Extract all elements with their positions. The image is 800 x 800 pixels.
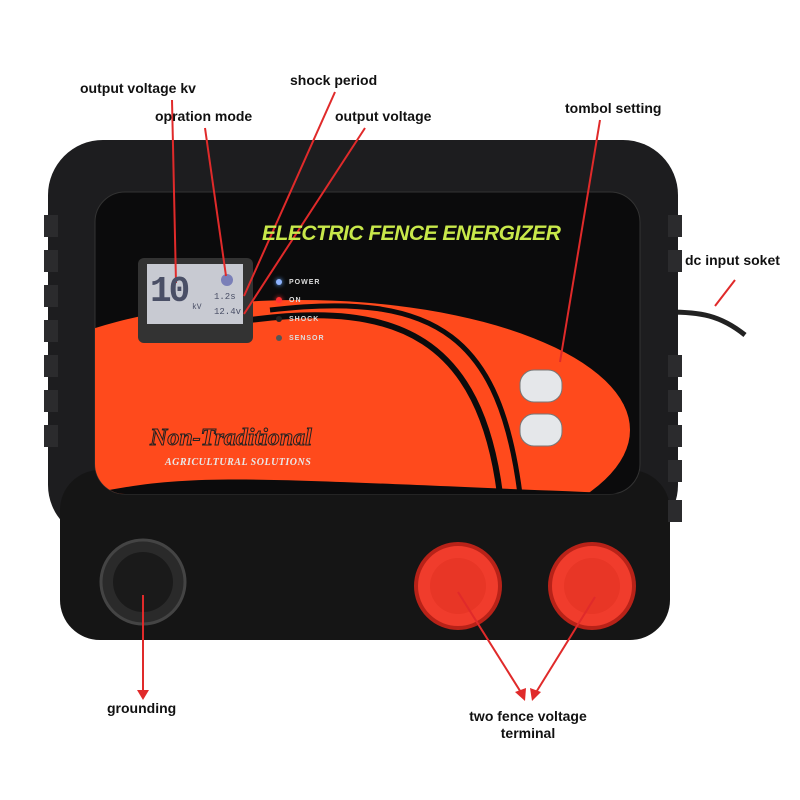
brand-subtitle: AGRICULTURAL SOLUTIONS: [165, 457, 312, 468]
label-shock-period: shock period: [290, 72, 378, 88]
label-operation-mode: opration mode: [155, 108, 253, 124]
arrow-heads: [137, 688, 541, 701]
on-led: [276, 297, 282, 303]
label-fence-terminal-line1: two fence voltage: [469, 708, 587, 724]
mode-indicator: [221, 274, 233, 286]
setting-button-down: [519, 413, 563, 447]
side-fins: [44, 215, 682, 522]
label-output-voltage-kv: output voltage kv: [80, 80, 196, 96]
power-led: [276, 279, 282, 285]
lcd-kv-unit: kV: [192, 303, 202, 312]
indicator-sensor: SENSOR: [289, 335, 325, 342]
label-dc-input: dc input soket: [685, 252, 780, 268]
annotation-lines: [142, 91, 736, 695]
lcd-period: 1.2s: [214, 292, 236, 302]
brand-logo: Non-Traditional: [150, 425, 313, 452]
device-title: ELECTRIC FENCE ENERGIZER: [262, 222, 561, 245]
indicator-power: POWER: [289, 279, 321, 286]
label-output-voltage: output voltage: [335, 108, 432, 124]
lcd-kv-value: 10: [150, 271, 190, 312]
setting-button-up: [519, 369, 563, 403]
housing-base: [60, 470, 670, 640]
indicator-shock: SHOCK: [289, 316, 320, 323]
orange-swoosh: [95, 300, 630, 494]
lcd-voltage: 12.4v: [214, 307, 242, 317]
label-fence-terminal-line2: terminal: [500, 725, 556, 741]
label-setting-button: tombol setting: [565, 100, 662, 116]
label-grounding: grounding: [107, 700, 177, 716]
indicator-on: ON: [289, 297, 302, 304]
shock-led: [276, 316, 282, 322]
label-fence-terminal: two fence voltage terminal: [462, 708, 594, 742]
dc-cable: [667, 309, 747, 337]
sensor-led: [276, 335, 282, 341]
